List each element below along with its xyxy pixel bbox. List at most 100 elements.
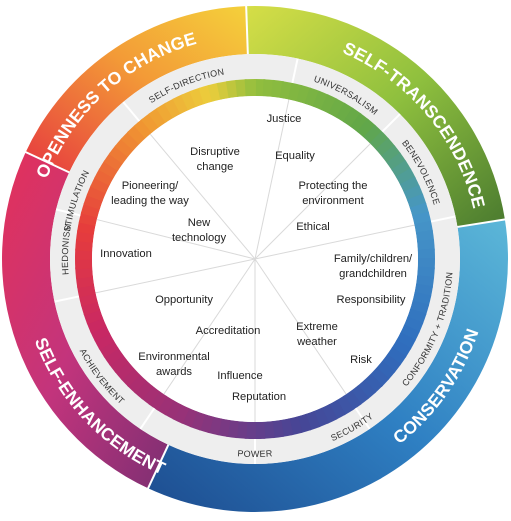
inner-ring-slice <box>386 347 407 366</box>
value-type-divider <box>354 407 371 430</box>
item-equality: Equality <box>275 150 315 162</box>
inner-ring-slice <box>417 258 435 270</box>
inner-ring-slice <box>399 176 420 194</box>
inner-ring-slice <box>328 399 346 420</box>
inner-ring-slice <box>350 385 370 406</box>
inner-ring-slice <box>320 403 338 424</box>
inner-ring-slice <box>172 403 190 424</box>
inner-ring-slice <box>375 137 396 158</box>
value-type-divider <box>291 58 299 84</box>
inner-ring-slice <box>369 367 390 387</box>
inner-ring-slice <box>127 373 147 394</box>
inner-ring-slice <box>244 421 256 439</box>
item-justice: Justice <box>267 113 302 125</box>
inner-ring-slice <box>262 421 275 439</box>
item-innovation: Innovation <box>100 248 152 260</box>
inner-ring-slice <box>304 87 321 108</box>
inner-spoke <box>96 219 256 260</box>
value-type-divider <box>430 215 456 223</box>
inner-spoke <box>254 143 371 260</box>
inner-ring-slice <box>271 419 285 439</box>
inner-dividers <box>95 99 415 422</box>
inner-ring-slice <box>363 124 383 145</box>
inner-ring-slice <box>103 152 124 171</box>
inner-spoke <box>254 99 290 260</box>
inner-ring-slice <box>114 360 135 381</box>
quadrant-divider <box>457 218 508 228</box>
value-type-divider <box>381 113 401 133</box>
inner-ring-slice <box>254 78 266 97</box>
inner-ring-slice <box>180 90 198 111</box>
inner-ring-slice <box>90 324 111 342</box>
item-ethical: Ethical <box>296 221 330 233</box>
quadrant-divider <box>245 4 249 55</box>
value-type-divider <box>55 208 81 217</box>
inner-ring-slice <box>343 390 362 411</box>
inner-ring-slice <box>417 239 435 252</box>
item-opportunity: Opportunity <box>155 294 213 306</box>
inner-spoke <box>95 258 256 294</box>
inner-ring-slice <box>320 94 338 115</box>
inner-spoke <box>254 258 347 395</box>
inner-ring-slice <box>369 131 390 151</box>
inner-ring-slice <box>395 332 416 350</box>
inner-ring-slice <box>391 339 412 358</box>
segment-openness-to-change <box>25 6 248 173</box>
inner-ring-slice <box>75 266 93 279</box>
inner-ring-slice <box>312 90 330 111</box>
inner-spoke <box>163 258 256 395</box>
inner-ring-slice <box>127 124 147 145</box>
inner-ring-slice <box>83 193 104 210</box>
inner-ring-slice <box>328 98 346 119</box>
inner-ring-slice <box>114 137 135 158</box>
inner-ring-slice <box>417 248 435 260</box>
inner-ring-slice <box>375 360 396 381</box>
segment-self-transcendence <box>246 5 505 227</box>
inner-ring-slice <box>235 79 248 97</box>
inner-ring-slice <box>86 184 107 202</box>
inner-ring-slice <box>312 407 330 428</box>
item-accreditation: Accreditation <box>196 325 261 337</box>
quadrant-divider <box>23 150 70 174</box>
inner-ring-slice <box>403 184 424 202</box>
inner-ring-slice <box>148 107 167 128</box>
inner-ring-slice <box>98 160 119 179</box>
inner-ring-slice <box>391 160 412 179</box>
inner-ring-slice <box>350 112 370 133</box>
inner-ring-slice <box>395 168 416 186</box>
inner-ring-slice <box>406 308 427 325</box>
inner-ring-slice <box>399 324 420 342</box>
inner-ring-slice <box>75 275 95 289</box>
segment-self-enhancement <box>2 152 169 489</box>
inner-ring-slice <box>164 98 182 119</box>
value-power: POWER <box>237 448 273 459</box>
inner-ring-slice <box>363 373 383 394</box>
inner-ring-slice <box>98 339 119 358</box>
inner-ring-slice <box>120 367 141 387</box>
inner-ring-slice <box>156 102 175 123</box>
inner-ring-slice <box>164 399 182 420</box>
value-type-divider <box>122 101 141 122</box>
inner-ring-slice <box>356 118 377 139</box>
value-type-divider <box>139 407 156 430</box>
inner-ring-slice <box>140 385 160 406</box>
inner-ring-slice <box>74 258 93 270</box>
inner-ring-slice <box>108 144 129 164</box>
inner-ring-slice <box>381 354 402 374</box>
inner-ring-slice <box>335 102 354 123</box>
inner-ring-slice <box>386 152 407 171</box>
value-type-divider <box>54 295 80 303</box>
segment-dividers <box>23 4 508 491</box>
inner-ring-slice <box>172 94 190 115</box>
item-responsibility: Responsibility <box>336 294 405 306</box>
inner-ring-slice <box>225 79 239 99</box>
inner-ring-slice <box>244 79 256 97</box>
inner-ring-slice <box>86 316 107 334</box>
inner-ring-slice <box>403 316 424 334</box>
inner-ring-slice <box>180 407 198 428</box>
item-risk: Risk <box>350 354 372 366</box>
inner-ring-slice <box>156 395 175 416</box>
